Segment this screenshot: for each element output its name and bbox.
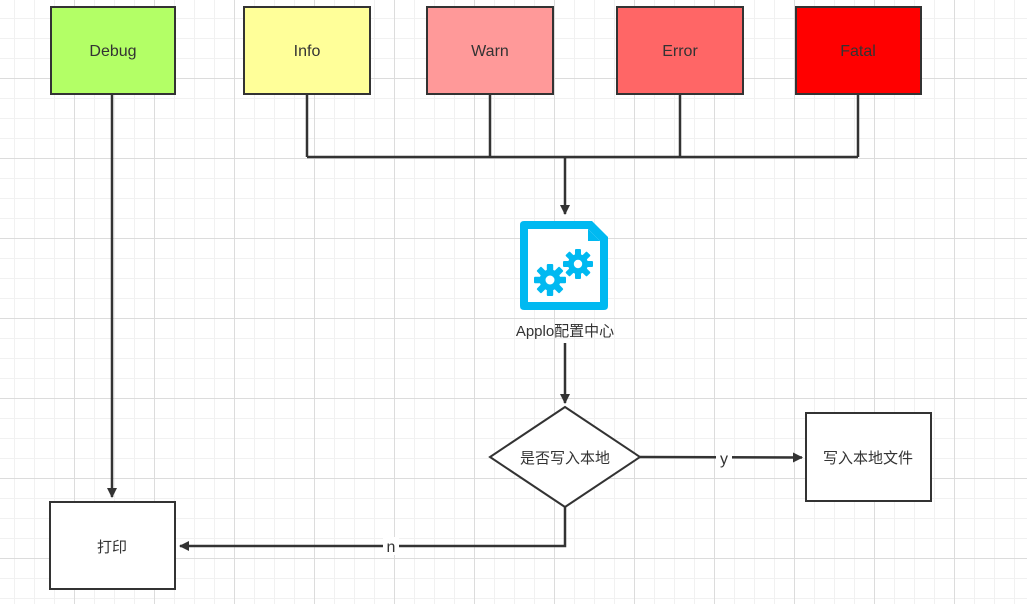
node-decision[interactable]: 是否写入本地	[488, 405, 642, 509]
edge-label-yes: y	[720, 451, 728, 468]
connector-decision-no	[179, 507, 567, 551]
node-print-box	[49, 501, 176, 590]
node-info-box	[243, 6, 371, 95]
node-debug-box	[50, 6, 176, 95]
node-debug[interactable]: Debug	[50, 6, 176, 95]
settings-file-icon	[520, 221, 608, 310]
node-print-label: 打印	[97, 539, 127, 556]
node-config-label: Applo配置中心	[516, 323, 614, 340]
node-fatal[interactable]: Fatal	[795, 6, 922, 95]
node-error[interactable]: Error	[616, 6, 744, 95]
node-fatal-label: Fatal	[840, 43, 876, 60]
node-print[interactable]: 打印	[49, 501, 176, 590]
node-write-file-box	[805, 412, 932, 502]
gear-icon-small	[563, 249, 593, 279]
node-error-box	[616, 6, 744, 95]
edge-labels: y n	[383, 449, 732, 556]
node-fatal-box	[795, 6, 922, 95]
node-info-label: Info	[294, 43, 321, 60]
node-warn-box	[426, 6, 554, 95]
node-config[interactable]: Applo配置中心	[516, 221, 614, 340]
gear-icon-large	[534, 264, 566, 296]
edge-label-no: n	[387, 539, 396, 556]
node-decision-label: 是否写入本地	[520, 450, 610, 467]
node-write-file-label: 写入本地文件	[823, 450, 913, 467]
node-warn-label: Warn	[471, 43, 509, 60]
node-info[interactable]: Info	[243, 6, 371, 95]
node-debug-label: Debug	[89, 43, 136, 60]
node-warn[interactable]: Warn	[426, 6, 554, 95]
node-error-label: Error	[662, 43, 698, 60]
decision-diamond	[488, 405, 642, 509]
connectors	[107, 94, 860, 551]
node-write-file[interactable]: 写入本地文件	[805, 412, 932, 502]
